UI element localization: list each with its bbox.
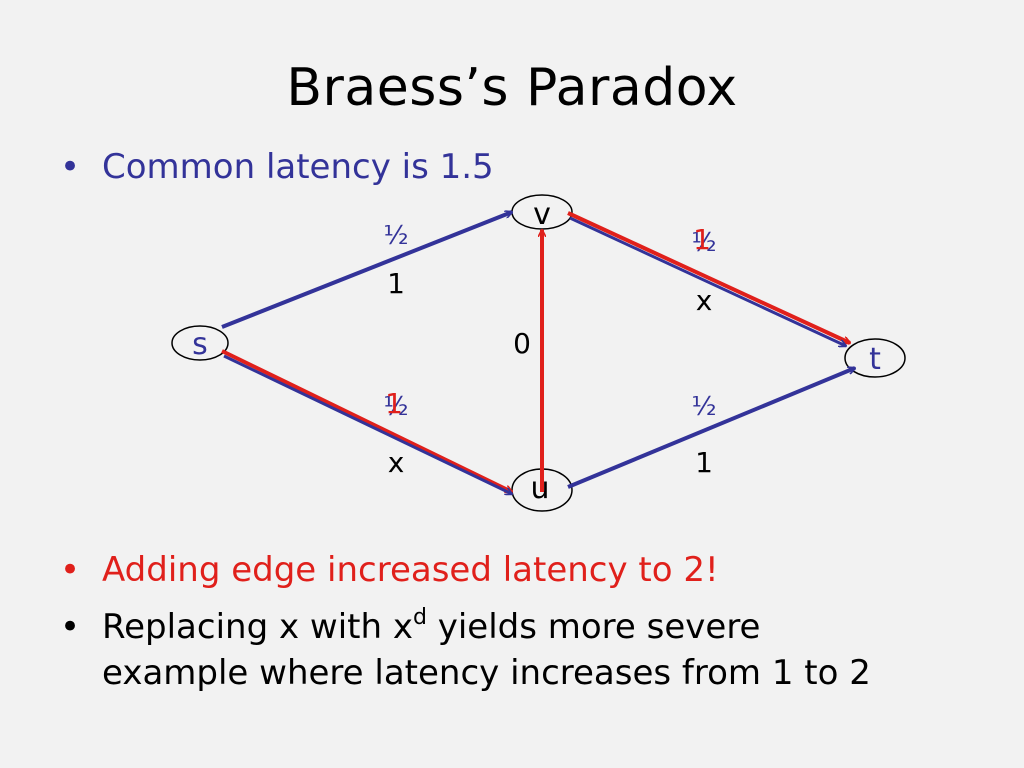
edge-s-u-blue: [223, 354, 512, 496]
bullet-marker: •: [60, 550, 81, 590]
edge-v-t-blue: [569, 216, 846, 346]
node-t: t: [844, 338, 906, 378]
bullet-text: Common latency is 1.5: [102, 147, 494, 187]
bullet-text-line1-b: yields more severe: [426, 607, 761, 647]
node-t-label: t: [869, 342, 881, 377]
bullet-text-line1-a: Replacing x with x: [102, 607, 413, 647]
edge-u-v-latency: 0: [513, 327, 531, 360]
bullet-marker: •: [60, 147, 81, 187]
edge-s-u-flow-new: 1: [385, 387, 403, 420]
edge-u-t: [567, 366, 855, 489]
slide-title: Braess’s Paradox: [286, 58, 738, 118]
bullet-text-line2: example where latency increases from 1 t…: [102, 653, 871, 693]
node-s: s: [171, 325, 229, 362]
bullet-text-line1: Replacing x with xd yields more severe: [102, 604, 760, 650]
edge-u-t-latency: 1: [695, 446, 713, 479]
edge-s-u-flow-old: ½: [383, 392, 408, 422]
edge-s-v-latency: 1: [387, 267, 405, 300]
node-s-label: s: [192, 327, 208, 362]
edge-s-v: [221, 212, 512, 329]
edge-s-u-latency: x: [388, 446, 405, 479]
edge-s-u-red: [221, 349, 512, 494]
edge-v-t-red: [567, 211, 850, 345]
node-v: v: [511, 194, 573, 232]
edge-s-v-flow: ½: [383, 221, 408, 251]
edge-u-t-flow: ½: [691, 392, 716, 422]
bullet-text: Adding edge increased latency to 2!: [102, 550, 719, 590]
edge-v-t-flow-old: ½: [691, 228, 716, 258]
edge-v-t-latency: x: [696, 284, 713, 317]
node-v-label: v: [533, 197, 551, 232]
exponent-d: d: [412, 605, 427, 630]
edge-v-t-flow-new: 1: [693, 223, 711, 256]
bullet-marker: •: [60, 607, 81, 647]
